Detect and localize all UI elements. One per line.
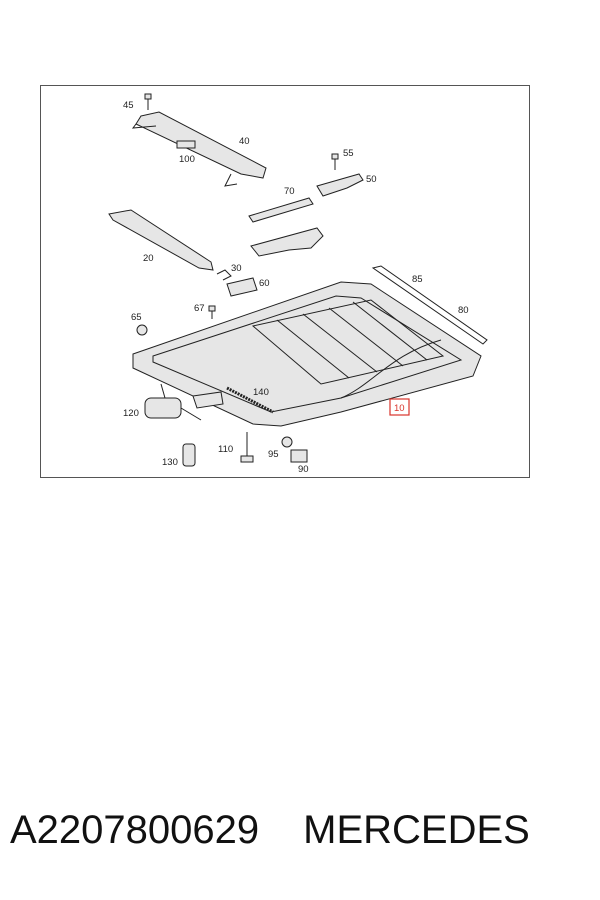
callout-140: 140 [253,387,269,398]
callout-20: 20 [143,253,154,264]
part-number: A2207800629 [10,807,260,852]
callout-80: 80 [458,305,469,316]
part-140-drive-cable [226,386,274,414]
callout-95: 95 [268,449,279,460]
brand-name: MERCEDES [303,807,530,852]
callout-90: 90 [298,464,309,475]
part-67-screw [208,305,216,319]
callout-65: 65 [131,312,142,323]
callout-10: 10 [394,403,405,414]
part-85-80-seal-strip [371,265,488,345]
part-rail-bracket [250,227,324,257]
part-10-sunroof-frame [132,281,482,427]
part-130-plug [182,443,196,467]
callout-130: 130 [162,457,178,468]
part-caption: A2207800629 MERCEDES [10,800,590,860]
part-120-motor [144,383,224,421]
parts-diagram-frame: 45 40 100 55 50 70 20 30 60 85 80 67 65 … [40,85,530,478]
callout-67: 67 [194,303,205,314]
callout-45: 45 [123,100,134,111]
callout-30: 30 [231,263,242,274]
callout-60: 60 [259,278,270,289]
callout-10-highlight-box [389,398,410,416]
part-40-front-rail [131,111,267,187]
part-55-screw [331,153,339,170]
part-70-guide-strip [248,197,314,223]
part-60-mount [226,277,258,297]
part-65-screw [136,324,148,336]
callout-40: 40 [239,136,250,147]
sunroof-exploded-diagram: 45 40 100 55 50 70 20 30 60 85 80 67 65 … [108,93,488,475]
callout-50: 50 [366,174,377,185]
part-50-bracket [316,173,364,197]
part-20-cable-guide [108,209,214,271]
callout-110: 110 [218,444,233,455]
part-90-clip [290,449,308,463]
part-30-clip [216,269,232,281]
part-45-screw [144,93,152,110]
part-110-bolt [240,432,254,463]
part-95-screw [281,436,293,448]
callout-100: 100 [179,154,195,165]
part-100-pad [176,140,196,149]
callout-70: 70 [284,186,295,197]
callout-55: 55 [343,148,354,159]
callout-85: 85 [412,274,423,285]
callout-120: 120 [123,408,139,419]
